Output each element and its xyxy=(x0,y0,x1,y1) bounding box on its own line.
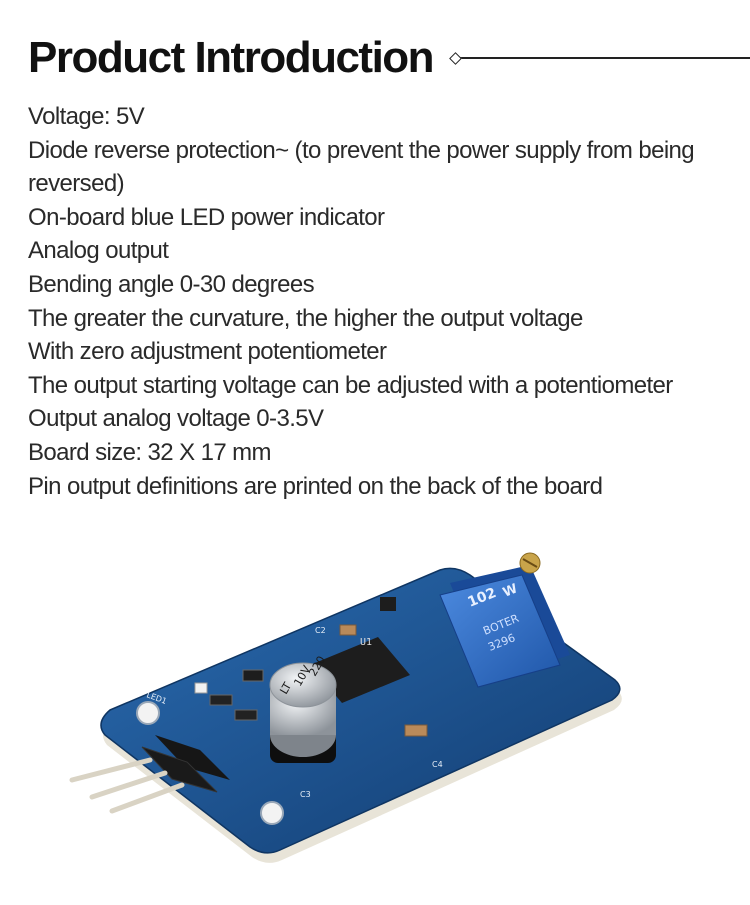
spec-item: Diode reverse protection~ (to prevent th… xyxy=(28,136,695,198)
divider-line xyxy=(460,57,750,59)
spec-item: Voltage: 5V xyxy=(28,103,145,130)
header-pin xyxy=(109,782,185,814)
potentiometer: 102 W BOTER 3296 xyxy=(439,552,570,688)
title-divider xyxy=(449,51,750,65)
product-photo: U1 220 10V LT 102 W BOTER 3296 xyxy=(60,535,640,865)
mounting-hole xyxy=(260,801,284,825)
sensor-board-image: U1 220 10V LT 102 W BOTER 3296 xyxy=(69,552,622,863)
pin-header xyxy=(69,735,230,814)
smd-resistor xyxy=(209,694,233,706)
page-title: Product Introduction xyxy=(28,33,435,82)
label-u1: U1 xyxy=(360,637,372,648)
label-c2: C2 xyxy=(315,626,326,635)
spec-item: The greater the curvature, the higher th… xyxy=(28,304,583,332)
spec-item: Pin output definitions are printed on th… xyxy=(28,472,603,500)
smd-resistor xyxy=(234,709,258,721)
smd-resistor xyxy=(242,669,264,682)
spec-item: The output starting voltage can be adjus… xyxy=(28,371,673,399)
diode xyxy=(380,597,396,611)
smd-capacitor xyxy=(339,624,357,636)
header-pin xyxy=(89,770,168,800)
spec-item: Bending angle 0-30 degrees xyxy=(28,270,315,298)
spec-item: With zero adjustment potentiometer xyxy=(28,338,387,366)
mounting-hole xyxy=(136,701,160,725)
header: Product Introduction xyxy=(28,28,750,88)
spec-item: On-board blue LED power indicator xyxy=(28,203,385,231)
pot-pin: W xyxy=(501,581,520,600)
spec-item: Analog output xyxy=(28,237,169,265)
spec-item: Output analog voltage 0-3.5V xyxy=(28,405,324,433)
electrolytic-capacitor: 220 10V LT xyxy=(269,654,337,763)
spec-item: Board size: 32 X 17 mm xyxy=(28,438,272,466)
spec-list: Voltage: 5V Diode reverse protection~ (t… xyxy=(28,100,743,503)
divider-diamond-icon xyxy=(449,51,462,65)
label-c3: C3 xyxy=(300,790,311,799)
header-pin xyxy=(69,757,153,783)
led-indicator-icon xyxy=(194,682,208,694)
label-c4: C4 xyxy=(432,760,443,769)
smd-capacitor xyxy=(404,724,428,737)
